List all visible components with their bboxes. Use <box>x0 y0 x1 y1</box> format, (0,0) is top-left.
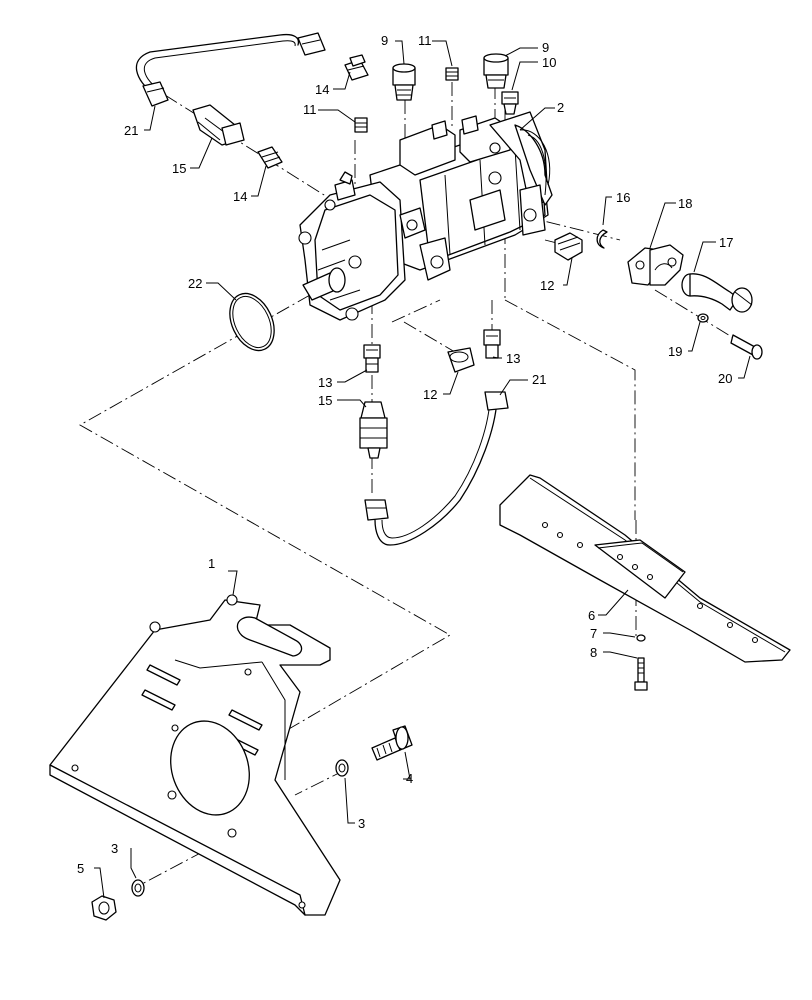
fitting-9-right <box>483 53 509 89</box>
washer-3-right <box>335 759 349 777</box>
callout-1: 1 <box>208 556 215 571</box>
fitting-11-lower <box>354 117 368 133</box>
callout-3-right: 3 <box>358 816 365 831</box>
bolt-20 <box>730 334 763 360</box>
mounting-bracket-6 <box>499 474 791 663</box>
fitting-9-left <box>392 63 416 101</box>
callout-6: 6 <box>588 608 595 623</box>
elbow-tube-17 <box>681 273 753 313</box>
callout-3-left: 3 <box>111 841 118 856</box>
callout-21-upper: 21 <box>124 123 138 138</box>
callout-12-right: 12 <box>540 278 554 293</box>
callout-5: 5 <box>77 861 84 876</box>
bolt-4 <box>371 725 413 761</box>
callout-7: 7 <box>590 626 597 641</box>
callout-4: 4 <box>406 771 413 786</box>
callout-13-right: 13 <box>506 351 520 366</box>
split-flange-18 <box>627 244 684 286</box>
callout-10: 10 <box>542 55 556 70</box>
callout-20: 20 <box>718 371 732 386</box>
callout-9-right: 9 <box>542 40 549 55</box>
swivel-adapter-15-lower <box>359 401 388 459</box>
leader-lines <box>94 40 751 899</box>
washer-7 <box>636 634 646 642</box>
callout-19: 19 <box>668 344 682 359</box>
fitting-10 <box>501 91 519 115</box>
callout-12-lower: 12 <box>423 387 437 402</box>
callout-21-lower: 21 <box>532 372 546 387</box>
callout-8: 8 <box>590 645 597 660</box>
callout-2: 2 <box>557 100 564 115</box>
callout-15-lower: 15 <box>318 393 332 408</box>
fitting-11-top <box>445 67 459 81</box>
o-ring-22 <box>229 292 275 352</box>
callout-14-lower: 14 <box>233 189 247 204</box>
nut-5 <box>91 895 117 921</box>
swivel-adapter-15-upper <box>192 104 245 146</box>
callout-11-top: 11 <box>418 33 432 48</box>
callout-13-left: 13 <box>318 375 332 390</box>
bolt-8 <box>634 657 648 691</box>
callout-18: 18 <box>678 196 692 211</box>
retaining-ring-16 <box>596 229 608 249</box>
fitting-14-upper <box>344 54 369 81</box>
washer-3-left <box>131 879 145 897</box>
callout-17: 17 <box>719 235 733 250</box>
callout-labels: 1 2 3 3 4 5 6 7 8 9 9 10 11 11 12 12 13 … <box>77 33 733 876</box>
washer-19 <box>697 313 709 323</box>
callout-11-lower: 11 <box>303 102 317 117</box>
fitting-13-right <box>483 329 501 359</box>
upper-hydraulic-tube <box>135 32 326 107</box>
lower-hydraulic-tube <box>364 391 509 546</box>
hydraulic-pump-assembly <box>298 111 553 321</box>
plug-12-lower <box>447 347 475 373</box>
mounting-plate-1 <box>49 594 341 916</box>
callout-9-left: 9 <box>381 33 388 48</box>
fitting-13-left <box>363 344 381 373</box>
callout-22: 22 <box>188 276 202 291</box>
callout-16: 16 <box>616 190 630 205</box>
plug-12-right <box>554 232 583 261</box>
callout-14-upper: 14 <box>315 82 329 97</box>
fitting-14-lower <box>257 146 283 169</box>
callout-15-upper: 15 <box>172 161 186 176</box>
